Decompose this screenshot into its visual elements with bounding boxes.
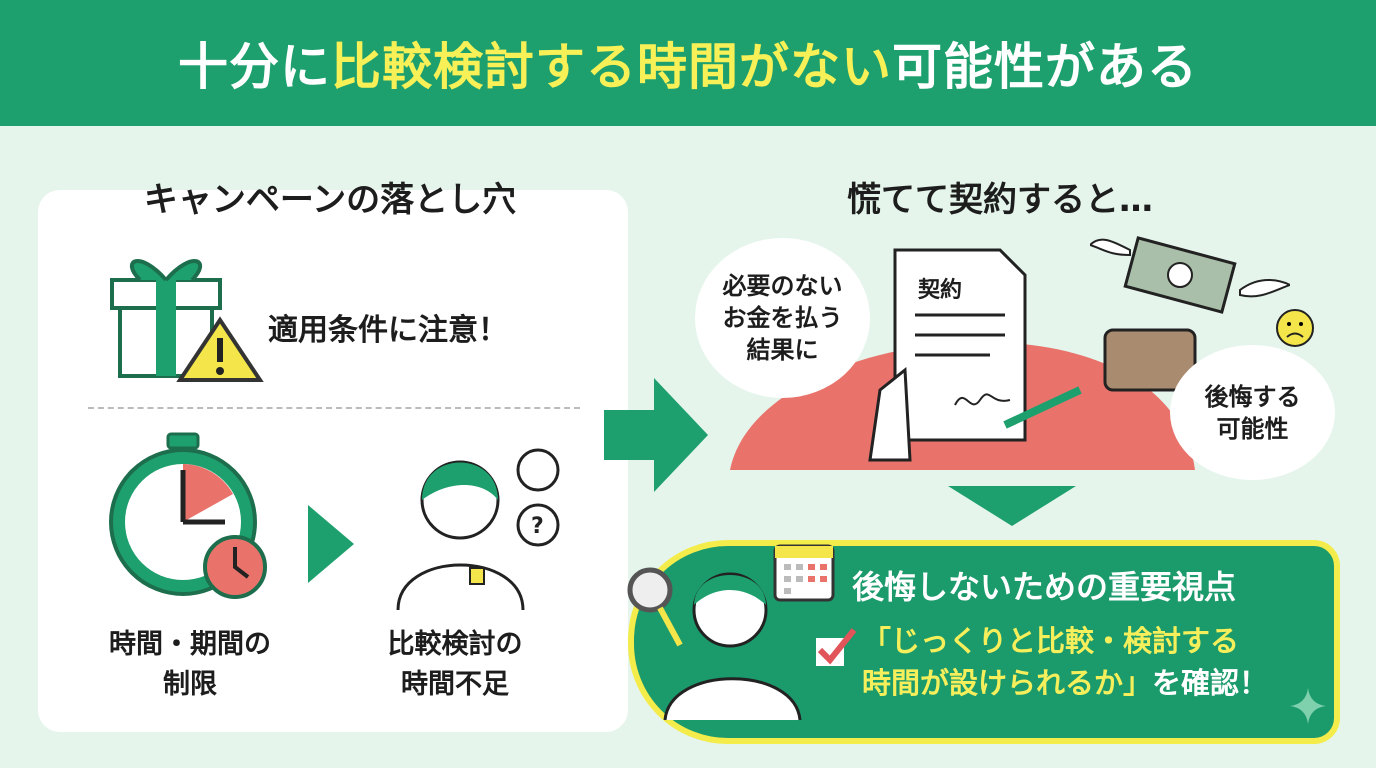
- money-flying-wallet-icon: [1090, 236, 1290, 392]
- contract-document-illustration: [868, 248, 1082, 462]
- key-point-tail: を確認！: [1152, 666, 1269, 700]
- worried-person-illustration: ?: [396, 448, 560, 610]
- pitfalls-heading: キャンペーンの落とし穴: [143, 180, 517, 220]
- checkbox-checked-icon: [816, 628, 857, 666]
- title-post: 可能性がある: [892, 38, 1198, 96]
- arrow-right-small-icon: [308, 505, 354, 583]
- bubble-regret: 後悔する 可能性: [1170, 345, 1335, 480]
- rush-contract-heading: 慌てて契約すると…: [847, 180, 1153, 220]
- calendar-icon: [773, 544, 835, 602]
- arrow-right-big-icon: [604, 378, 708, 492]
- stopwatch-icon: [109, 432, 267, 599]
- title-highlight: 比較検討する時間がない: [331, 38, 892, 96]
- contract-label: 契約: [918, 278, 963, 303]
- key-point-title: 後悔しないための重要視点: [852, 568, 1237, 606]
- page-title: 十分に比較検討する時間がない可能性がある: [0, 0, 1376, 126]
- svg-text:?: ?: [531, 514, 544, 539]
- key-point-highlight: 「じっくりと比較・検討する 時間が設けられるか」: [862, 624, 1240, 700]
- lack-time-label: 比較検討の 時間不足: [387, 629, 523, 700]
- thinking-person-magnifier-illustration: [627, 567, 802, 721]
- sad-face-icon: [1276, 309, 1314, 347]
- bubble-unnecessary-payment: 必要のない お金を払う 結果に: [695, 238, 870, 398]
- divider: [88, 407, 580, 409]
- gift-warning-icon: [110, 259, 264, 382]
- sparkle-icon: [1290, 688, 1326, 724]
- condition-note: 適用条件に注意！: [268, 313, 508, 348]
- time-limit-label: 時間・期間の 制限: [109, 629, 271, 700]
- arrow-down-icon: [948, 486, 1076, 526]
- key-point-text: 「じっくりと比較・検討する 時間が設けられるか」を確認！: [862, 620, 1268, 704]
- title-pre: 十分に: [178, 38, 331, 96]
